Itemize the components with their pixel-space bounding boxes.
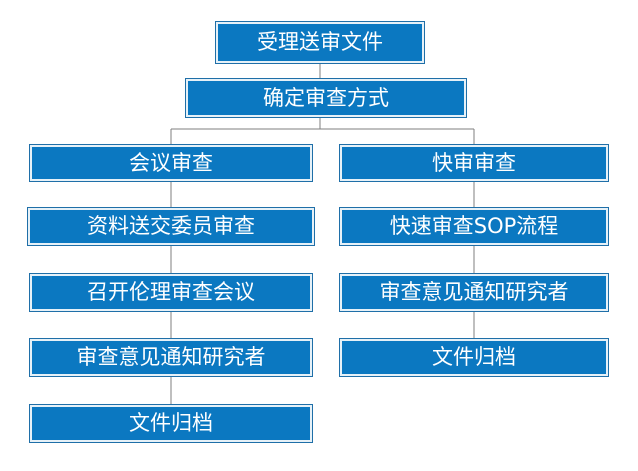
right-branch-header: 快审审查 (339, 144, 609, 182)
left-branch-header: 会议审查 (29, 144, 313, 182)
left-step-4: 文件归档 (29, 404, 313, 443)
step-receive-documents: 受理送审文件 (215, 21, 425, 64)
right-step-3: 文件归档 (339, 338, 609, 377)
right-step-2: 审查意见通知研究者 (339, 273, 609, 312)
left-step-3: 审查意见通知研究者 (29, 338, 313, 377)
step-determine-review-method: 确定审查方式 (185, 78, 467, 118)
left-step-2: 召开伦理审查会议 (29, 273, 313, 312)
left-step-1: 资料送交委员审查 (27, 207, 315, 246)
right-step-1: 快速审查SOP流程 (339, 207, 609, 246)
